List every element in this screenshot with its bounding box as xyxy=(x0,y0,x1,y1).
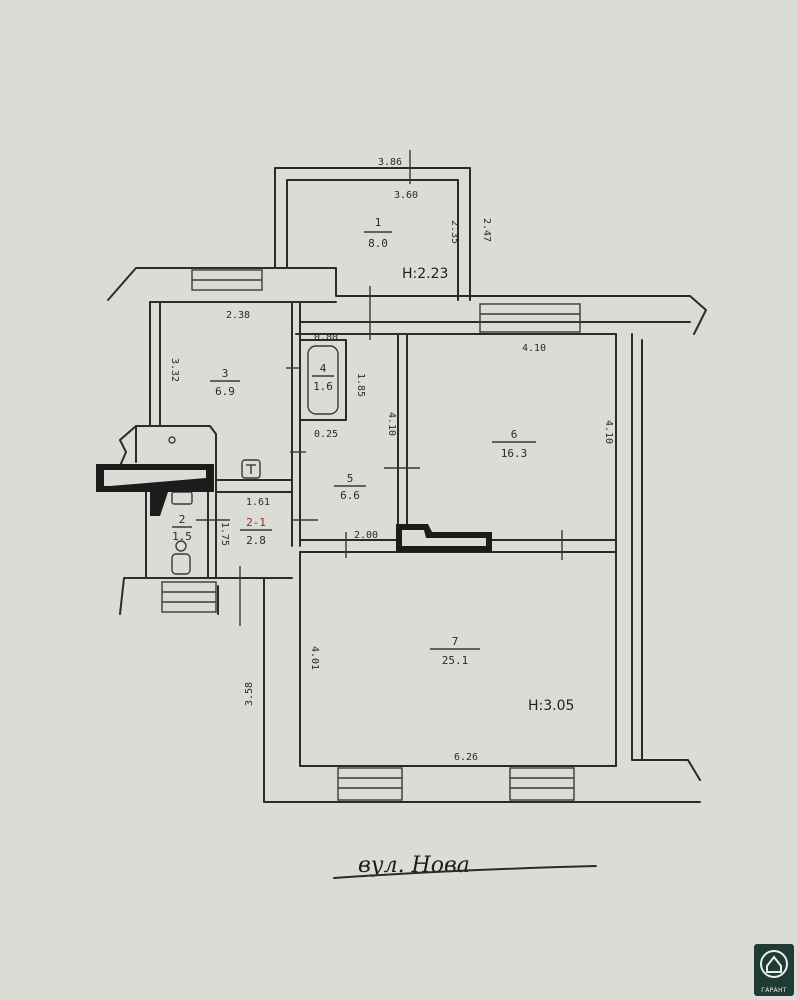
dim-corridor-low: 2.00 xyxy=(354,530,378,541)
room-1-area: 8.0 xyxy=(368,237,388,250)
dim-r4-width: 0.80 xyxy=(314,332,338,343)
room-1-number: 1 xyxy=(375,216,382,229)
dim-bath-height: 1.75 xyxy=(219,522,230,546)
ceiling-height-annex: H:2.23 xyxy=(402,266,448,282)
agency-logo: ГАРАНТ xyxy=(754,944,794,996)
dim-top-inner: 3.60 xyxy=(394,190,418,201)
dim-top-outer: 3.86 xyxy=(378,157,402,168)
room-3-area: 6.9 xyxy=(215,385,235,398)
dim-corridor-width: 1.61 xyxy=(246,497,270,508)
street-underline xyxy=(333,865,597,879)
dim-r1-right-outer: 2.47 xyxy=(481,218,492,242)
street-name: вул. Нова xyxy=(358,853,470,878)
house-icon xyxy=(760,950,788,978)
dim-outer-left: 3.58 xyxy=(244,682,255,706)
room-7-number: 7 xyxy=(452,635,459,648)
windows xyxy=(161,269,581,801)
fixtures xyxy=(96,345,492,575)
dim-r7-bottom: 6.26 xyxy=(454,752,478,763)
dimension-labels: 3.86 3.60 2.35 2.47 2.38 3.32 0.80 1.85 … xyxy=(169,157,614,763)
dim-r3-width: 2.38 xyxy=(226,310,250,321)
room-2-number: 2 xyxy=(179,513,186,526)
dim-r4-height: 1.85 xyxy=(355,373,366,397)
dim-r7-left: 4.01 xyxy=(309,646,320,670)
room-3-number: 3 xyxy=(222,367,229,380)
dim-r6-right: 4.10 xyxy=(603,420,614,444)
dim-r4-bottom: 0.25 xyxy=(314,429,338,440)
room-5-area: 6.6 xyxy=(340,489,360,502)
room-2-1-area: 2.8 xyxy=(246,534,266,547)
ceiling-height-main: H:3.05 xyxy=(528,698,574,714)
room-6-area: 16.3 xyxy=(501,447,528,460)
room-5-number: 5 xyxy=(347,472,354,485)
dim-r6-width: 4.10 xyxy=(522,343,546,354)
room-4-area: 1.6 xyxy=(313,380,333,393)
room-2-1-number: 2-1 xyxy=(246,516,266,529)
room-7-area: 25.1 xyxy=(442,654,469,667)
room-6-number: 6 xyxy=(511,428,518,441)
dim-r6-left: 4.10 xyxy=(386,412,397,436)
dim-r1-right-inner: 2.35 xyxy=(449,220,460,244)
room-4-number: 4 xyxy=(320,362,327,375)
room-labels: 1 8.0 2 1.5 2-1 2.8 3 6.9 4 1.6 5 6.6 6 … xyxy=(172,216,536,667)
dimension-ticks xyxy=(196,150,563,626)
room-2-area: 1.5 xyxy=(172,530,192,543)
logo-caption: ГАРАНТ xyxy=(761,987,787,994)
dim-r3-height: 3.32 xyxy=(169,358,180,382)
